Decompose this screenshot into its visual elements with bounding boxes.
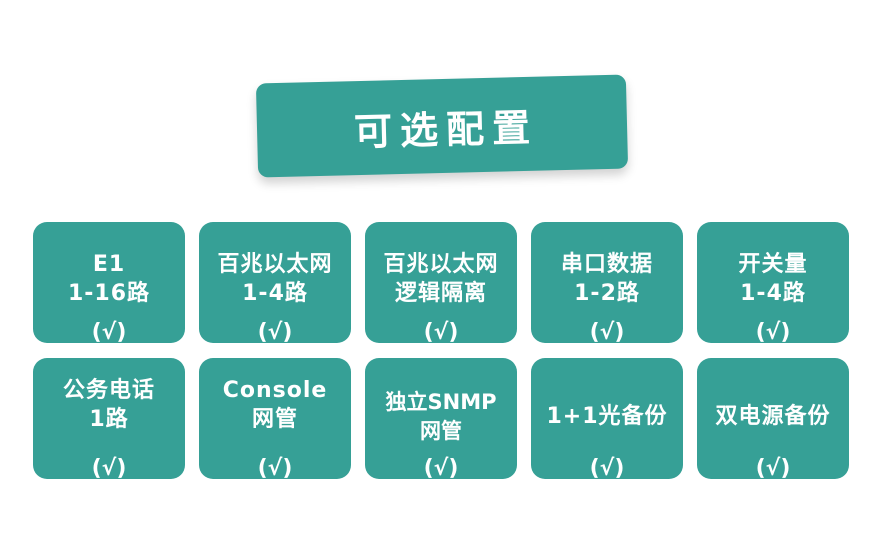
option-card-fast-ethernet: 百兆以太网 1-4路 (√) bbox=[199, 222, 351, 343]
check-mark-icon: (√) bbox=[91, 456, 127, 479]
page-title: 可选配置 bbox=[353, 105, 539, 154]
check-mark-icon: (√) bbox=[755, 320, 791, 343]
option-card-dual-power-backup: 双电源备份 (√) bbox=[697, 358, 849, 479]
option-name: E1 bbox=[92, 252, 126, 277]
option-card-service-phone: 公务电话 1路 (√) bbox=[33, 358, 185, 479]
option-detail: 1-16路 bbox=[67, 281, 151, 306]
option-card-serial-data: 串口数据 1-2路 (√) bbox=[531, 222, 683, 343]
option-detail: 1-4路 bbox=[242, 281, 308, 306]
option-card-ethernet-isolation: 百兆以太网 逻辑隔离 (√) bbox=[365, 222, 517, 343]
check-mark-icon: (√) bbox=[91, 320, 127, 343]
check-mark-icon: (√) bbox=[257, 320, 293, 343]
title-banner: 可选配置 bbox=[255, 74, 629, 178]
option-detail: 网管 bbox=[251, 407, 298, 432]
option-name: 双电源备份 bbox=[715, 404, 831, 429]
check-mark-icon: (√) bbox=[423, 456, 459, 479]
options-grid: E1 1-16路 (√) 百兆以太网 1-4路 (√) 百兆以太网 逻辑隔离 (… bbox=[33, 222, 849, 479]
option-detail: 网管 bbox=[420, 419, 462, 443]
option-card-snmp-management: 独立SNMP 网管 (√) bbox=[365, 358, 517, 479]
check-mark-icon: (√) bbox=[423, 320, 459, 343]
check-mark-icon: (√) bbox=[589, 456, 625, 479]
option-detail: 1路 bbox=[89, 407, 129, 432]
option-detail: 逻辑隔离 bbox=[394, 281, 487, 306]
option-card-switch-signal: 开关量 1-4路 (√) bbox=[697, 222, 849, 343]
check-mark-icon: (√) bbox=[755, 456, 791, 479]
check-mark-icon: (√) bbox=[257, 456, 293, 479]
option-name: 串口数据 bbox=[560, 252, 653, 277]
option-name: 开关量 bbox=[738, 252, 808, 277]
option-card-e1: E1 1-16路 (√) bbox=[33, 222, 185, 343]
option-detail: 1-2路 bbox=[574, 281, 640, 306]
option-card-console-management: Console 网管 (√) bbox=[199, 358, 351, 479]
option-name: 百兆以太网 bbox=[217, 252, 333, 277]
option-detail: 1-4路 bbox=[740, 281, 806, 306]
option-name: 独立SNMP bbox=[385, 390, 497, 414]
option-name: Console bbox=[222, 378, 328, 403]
option-name: 1+1光备份 bbox=[546, 404, 668, 429]
option-card-optical-backup: 1+1光备份 (√) bbox=[531, 358, 683, 479]
option-name: 百兆以太网 bbox=[383, 252, 499, 277]
check-mark-icon: (√) bbox=[589, 320, 625, 343]
option-name: 公务电话 bbox=[62, 378, 155, 403]
